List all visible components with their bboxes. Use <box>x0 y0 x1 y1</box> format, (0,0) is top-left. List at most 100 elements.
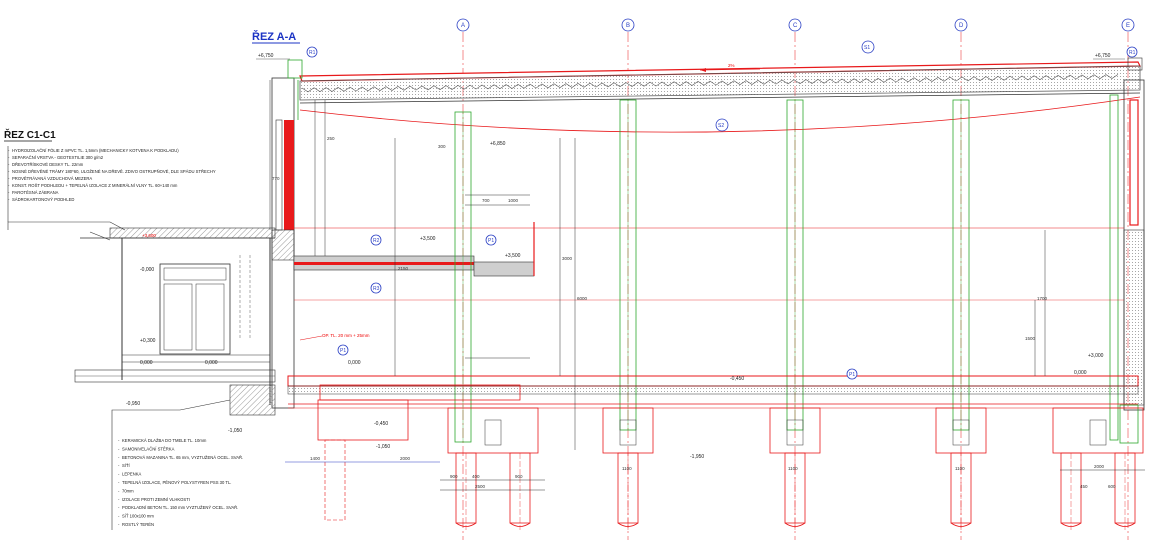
dim-2000-right: 2000 <box>1094 464 1105 469</box>
tag-r3: R3 <box>370 282 382 294</box>
lintel-label: OP. TL. 20 mm + 25mm <box>322 333 370 338</box>
note-line: TEPELNÁ IZOLACE, PĚNOVÝ POLYSTYREN PSS 3… <box>122 480 231 485</box>
level-attic-left: +3,600 <box>142 233 156 238</box>
note-bullet: - <box>8 183 10 188</box>
foundation-pad <box>935 407 987 530</box>
svg-text:S1: S1 <box>864 45 870 51</box>
level-floor-inside: 0,000 <box>348 360 361 366</box>
note-line: SÁDROKARTONOVÝ PODHLED <box>12 197 74 202</box>
dim-770: 770 <box>272 176 280 181</box>
foundation-pad <box>602 407 654 530</box>
level-terrain: -0,450 <box>730 376 744 382</box>
section-title-side: ŘEZ C1-C1 <box>4 128 56 141</box>
tag-s1: S1 <box>861 40 875 54</box>
dim-1100-b: 1100 <box>788 466 798 471</box>
tag-s2: S2 <box>715 118 729 132</box>
level-right-floor: 0,000 <box>1074 370 1087 376</box>
note-bullet: - <box>8 169 10 174</box>
note-line: PAROTĚSNÁ ZÁBRANA <box>12 190 59 195</box>
dim-900b: 900 <box>515 474 523 479</box>
level-roof-left: +6,750 <box>258 53 274 59</box>
dim-6000: 6000 <box>577 296 588 301</box>
dim-2000-left: 2000 <box>400 456 411 461</box>
note-line: 70mm <box>122 488 134 493</box>
svg-text:P1: P1 <box>488 238 494 244</box>
roof-notes: -HYDROIZOLAČNÍ FÓLIE Z mPVC TL. 1,5mm (M… <box>8 148 216 202</box>
axis-label: D <box>959 23 964 29</box>
left-wall <box>271 59 303 409</box>
note-bullet: - <box>8 162 10 167</box>
level-main-floor: 0,000 <box>205 360 218 366</box>
dim-3000: 3000 <box>562 256 573 261</box>
svg-text:R1: R1 <box>309 50 316 56</box>
floor-slab <box>287 375 1139 409</box>
note-line: SEPARAČNÍ VRSTVA - GEOTEXTILIE 300 g/m2 <box>12 155 104 160</box>
note-line: HYDROIZOLAČNÍ FÓLIE Z mPVC TL. 1,5mm (ME… <box>12 148 179 153</box>
column <box>786 99 804 431</box>
note-bullet: - <box>118 463 120 468</box>
note-bullet: - <box>118 488 120 493</box>
note-line: SÍŤ 100x100 mm <box>122 514 154 519</box>
note-bullet: - <box>118 480 120 485</box>
level-side-ground: -0,000 <box>140 267 154 273</box>
titles: ŘEZ A-A ŘEZ C1-C1 <box>4 30 300 142</box>
note-bullet: - <box>118 505 120 510</box>
axis-label: C <box>793 23 798 29</box>
note-line: SAMONIVELAČNÍ STĚRKA <box>122 446 175 451</box>
edge-foundation <box>317 399 409 521</box>
axis-label: E <box>1126 23 1130 29</box>
floor-notes: -KERAMICKÁ DLAŽBA DO TMELE TL. 10mm-SAMO… <box>118 438 243 527</box>
level-slab-right: +3,000 <box>1088 353 1104 359</box>
note-line: NOSNÉ DŘEVĚNÉ TRÁMY 180*60, ULOŽENÉ NA D… <box>12 169 216 174</box>
level-foot-deep: -1,950 <box>690 454 704 460</box>
foundation-pad <box>769 407 821 530</box>
dim-300: 300 <box>438 144 446 149</box>
dim-250: 250 <box>327 136 335 141</box>
tag-p1: P1 <box>485 234 497 246</box>
note-bullet: - <box>8 155 10 160</box>
note-bullet: - <box>8 190 10 195</box>
level-side-sill: +0,300 <box>140 338 156 344</box>
level-beam-top: +6,850 <box>490 141 506 147</box>
dim-400: 400 <box>472 474 480 479</box>
lintel-callout: OP. TL. 20 mm + 25mm <box>299 333 370 341</box>
dim-2150: 2150 <box>398 266 409 271</box>
note-line: ROSTLÝ TERÉN <box>122 522 154 527</box>
section-title-main: ŘEZ A-A <box>252 30 296 43</box>
svg-text:S2: S2 <box>718 123 724 129</box>
dim-1100-a: 1100 <box>622 466 632 471</box>
note-bullet: - <box>8 197 10 202</box>
note-line: IZOLACE PROTI ZEMNÍ VLHKOSTI <box>122 497 190 502</box>
side-building <box>74 227 276 416</box>
dim-1100-c: 1100 <box>955 466 965 471</box>
dim-700: 700 <box>482 198 490 203</box>
note-line: PODKLADNÍ BETON TL. 150 mm VYZTUŽENÝ OCE… <box>122 505 238 510</box>
level-outside-low: -0,450 <box>374 421 388 427</box>
note-line: KERAMICKÁ DLAŽBA DO TMELE TL. 10mm <box>122 438 207 443</box>
note-line: DŘEVOTŘÍSKOVÉ DESKY TL. 22mm <box>12 162 84 167</box>
note-bullet: - <box>118 514 120 519</box>
note-bullet: - <box>8 148 10 153</box>
note-bullet: - <box>118 522 120 527</box>
dim-600: 600 <box>1108 484 1116 489</box>
note-line: KONST. ROŠT PODHLEDU + TEPELNÁ IZOLACE Z… <box>12 183 178 188</box>
foundations <box>317 399 1144 530</box>
tag-p1-floor: P1 <box>337 344 349 356</box>
tag-r1: R1 <box>306 46 318 58</box>
level-mid-1: +3,500 <box>420 236 436 242</box>
tag-r2: R2 <box>370 234 382 246</box>
level-side-floor: 0,000 <box>140 360 153 366</box>
dim-2500: 2500 <box>475 484 486 489</box>
mezzanine-slab <box>293 222 1124 301</box>
note-bullet: - <box>118 438 120 443</box>
axis-label: B <box>626 23 630 29</box>
foundation-pad <box>1052 407 1144 530</box>
dim-1500: 1500 <box>1025 336 1036 341</box>
levels: +6,750 +6,750 +6,850 +3,500 +3,500 +3,00… <box>126 53 1125 460</box>
svg-text:R2: R2 <box>373 238 380 244</box>
dim-1000: 1000 <box>508 198 519 203</box>
level-foot-mid: -1,050 <box>376 444 390 450</box>
level-mid-2: +3,500 <box>505 253 521 259</box>
tags: R1 S1 S2 R2 R3 P1 P1 P1 <box>306 40 1138 380</box>
dim-1700: 1700 <box>1037 296 1048 301</box>
